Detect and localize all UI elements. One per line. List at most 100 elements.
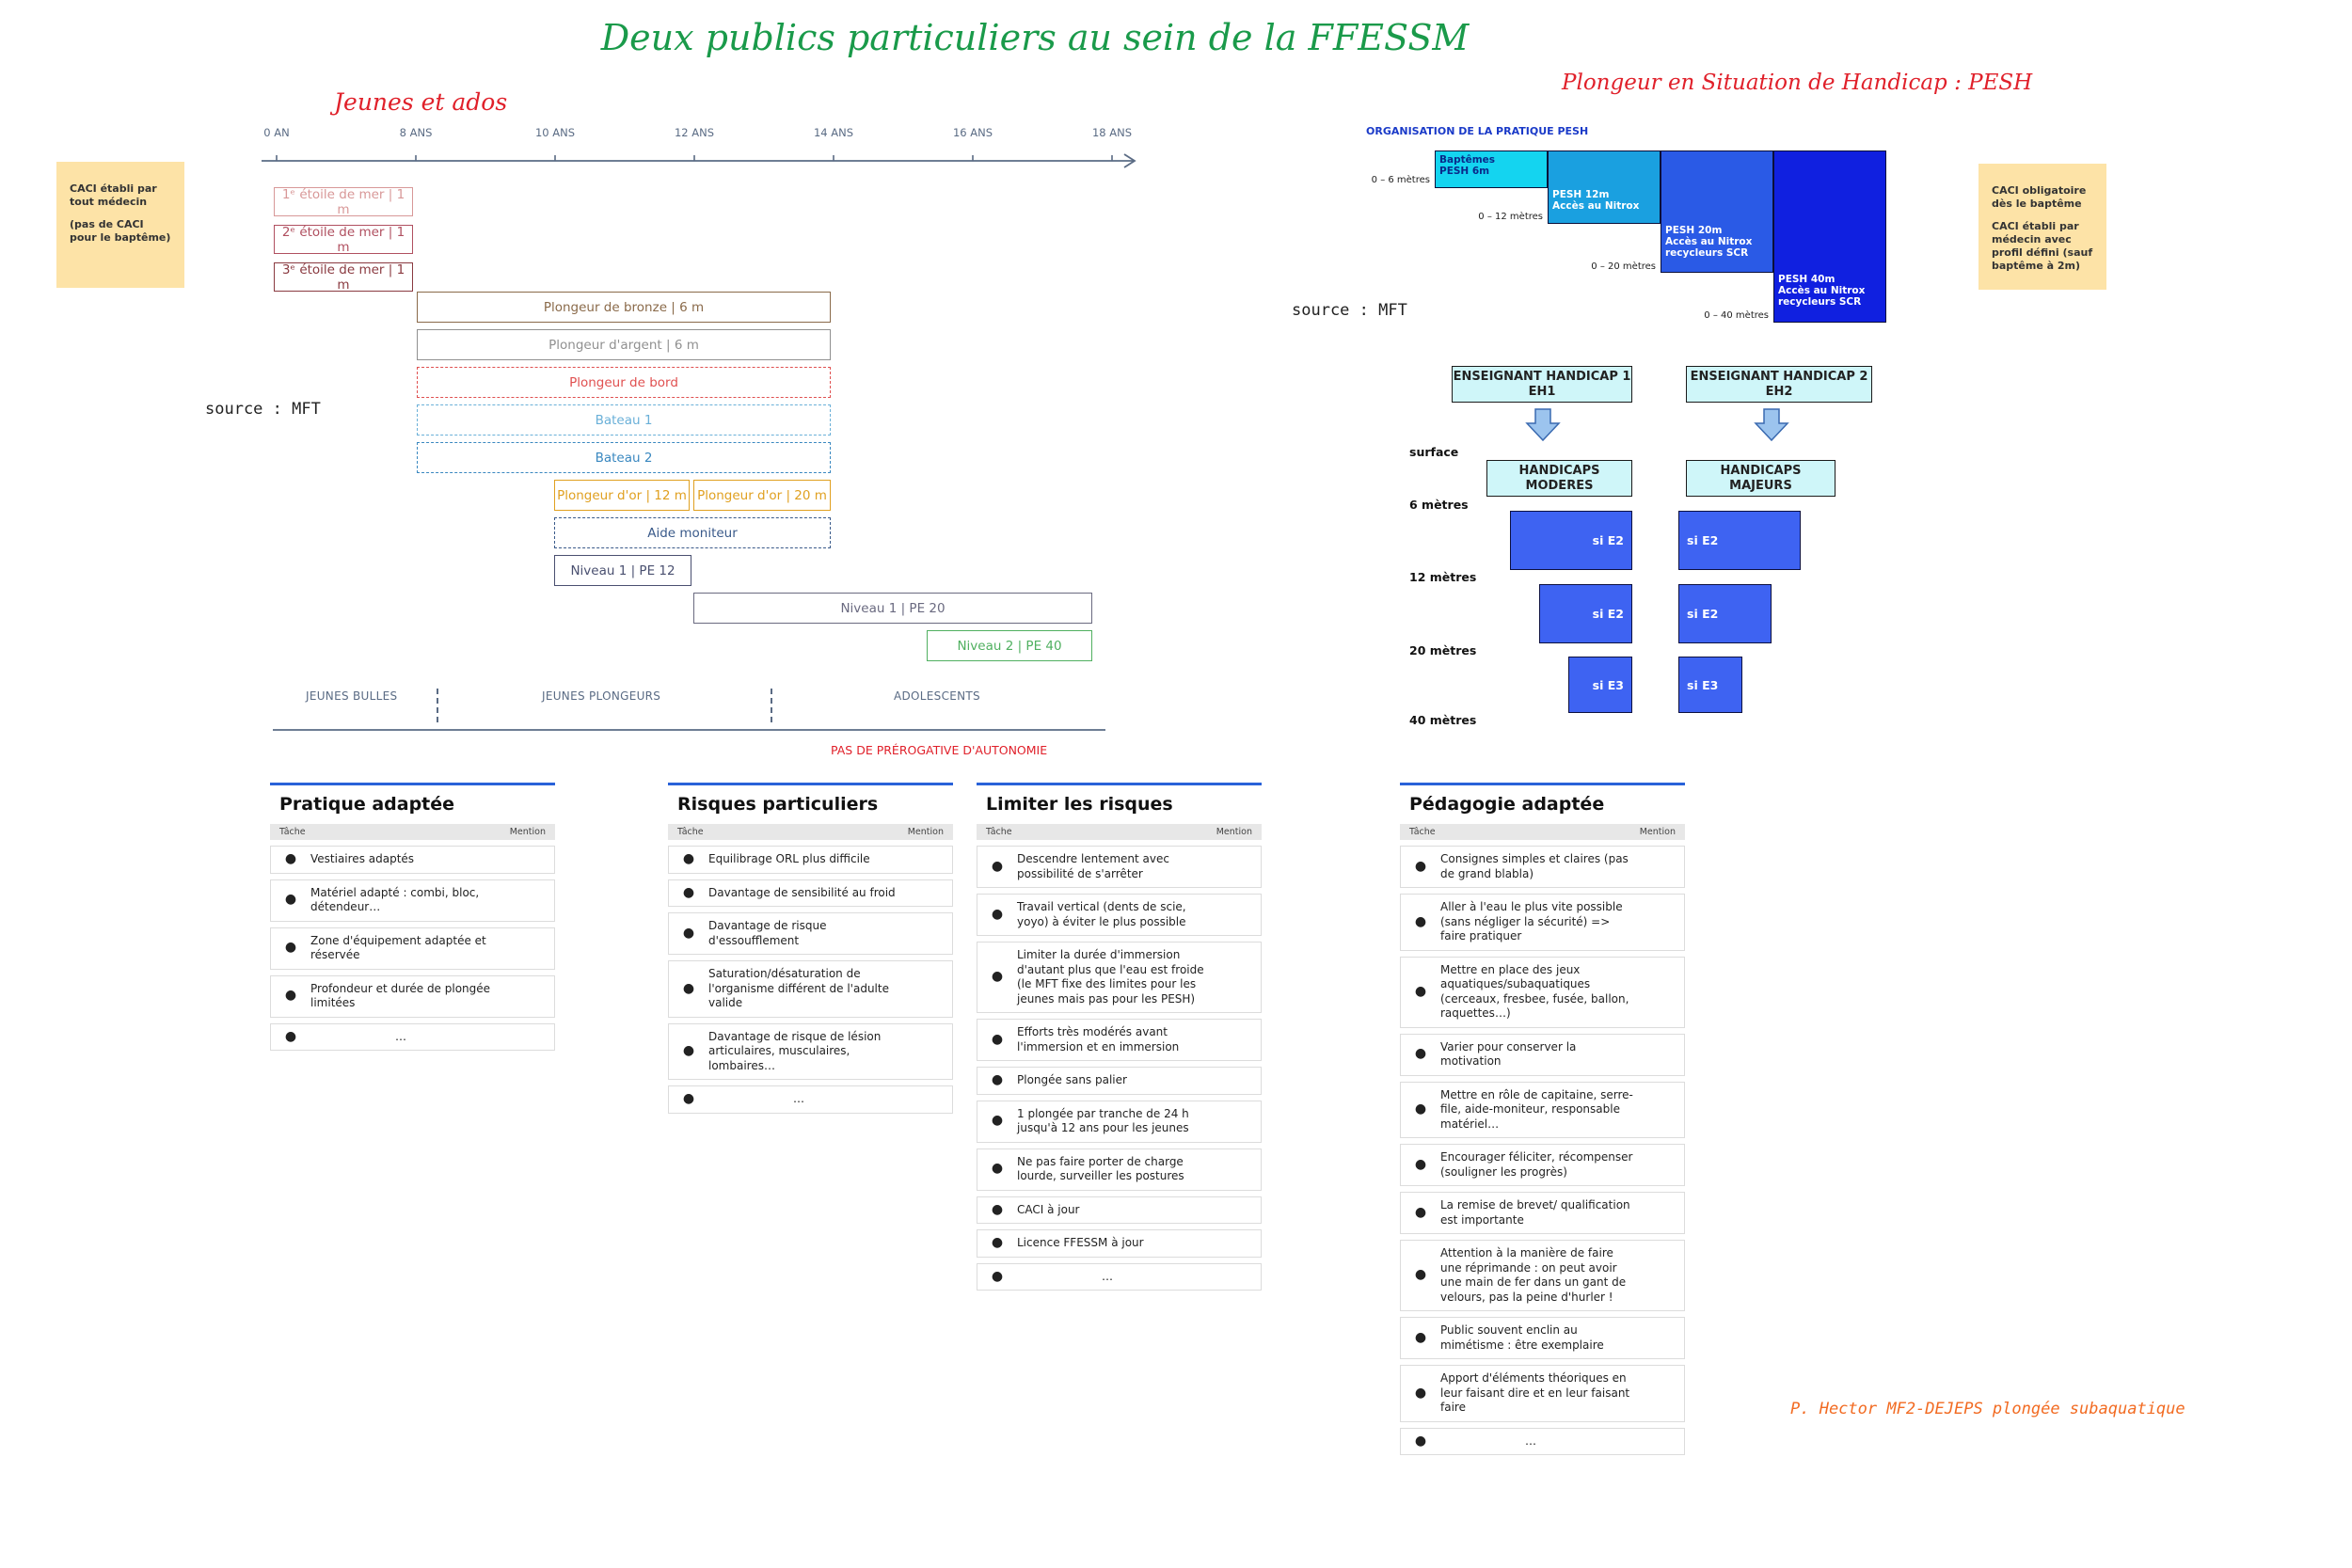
jeunes-title: Jeunes et ados [334,88,508,116]
list-item[interactable]: ●Licence FFESSM à jour [977,1229,1262,1258]
bullet-icon: ● [1414,1385,1427,1401]
bullet-icon: ● [1414,1329,1427,1345]
list-item-text: Equilibrage ORL plus difficile [708,852,870,865]
column-mention-label: Mention [907,827,944,837]
sticky-note-jeunes[interactable]: CACI établi par tout médecin (pas de CAC… [56,162,184,288]
eh2-box: ENSEIGNANT HANDICAP 2 EH2 [1686,366,1872,403]
list-item[interactable]: ●Descendre lentement avec possibilité de… [977,846,1262,888]
bar-plongeur-bord: Plongeur de bord [417,367,831,398]
down-arrow-icon [1525,408,1561,442]
list-item[interactable]: ●… [1400,1427,1685,1455]
list-item[interactable]: ●Limiter la durée d'immersion d'autant p… [977,942,1262,1013]
depth-label: 0 – 12 mètres [1478,212,1543,222]
list-item[interactable]: ● Attention à la manière de faire une rép… [1400,1240,1685,1311]
list-item[interactable]: ●Davantage de sensibilité au froid [668,879,953,907]
list-item[interactable]: ●… [270,1022,555,1051]
bullet-icon: ● [284,1028,297,1044]
list-item[interactable]: ●Efforts très modérés avant l'immersion … [977,1019,1262,1061]
list-item-text: Davantage de risque d'essoufflement [708,919,827,947]
list-item[interactable]: ●La remise de brevet/ qualification est … [1400,1192,1685,1234]
sticky-line: (pas de CACI pour le baptême) [70,218,171,244]
list-item-text: Varier pour conserver la motivation [1440,1039,1577,1069]
phase-label: JEUNES PLONGEURS [542,689,661,703]
list-item-text: Licence FFESSM à jour [1017,1236,1144,1249]
list-item-text: Limiter la durée d'immersion d'autant pl… [1017,948,1204,1006]
list-item[interactable]: ●Varier pour conserver la motivation [1400,1033,1685,1076]
list-item[interactable]: ●Saturation/désaturation de l'organisme … [668,960,953,1018]
column-task-label: Tâche [1409,827,1436,837]
bar-niveau1-pe12: Niveau 1 | PE 12 [554,555,691,586]
tick-label: 8 ANS [399,126,433,139]
list-item[interactable]: ●Aller à l'eau le plus vite possible (sa… [1400,894,1685,951]
bar-or-12: Plongeur d'or | 12 m [554,480,690,511]
list-item[interactable]: ● Davantage de risque d'essoufflement [668,912,953,955]
sticky-note-pesh[interactable]: CACI obligatoire dès le baptême CACI éta… [1979,164,2106,290]
bullet-icon: ● [1414,858,1427,874]
list-item[interactable]: ●Davantage de risque de lésion articulai… [668,1022,953,1080]
list-item[interactable]: ●Vestiaires adaptés [270,846,555,874]
bullet-icon: ● [991,1072,1004,1087]
eh1-box: ENSEIGNANT HANDICAP 1 EH1 [1452,366,1632,403]
bullet-icon: ● [284,940,297,956]
handicaps-majeurs-box: HANDICAPS MAJEURS [1686,460,1836,497]
bullet-icon: ● [991,1201,1004,1217]
handicaps-moderes-box: HANDICAPS MODERES [1486,460,1632,497]
list-item[interactable]: ● Equilibrage ORL plus difficile [668,846,953,874]
list-item[interactable]: ●Mettre en rôle de capitaine, serre-file… [1400,1081,1685,1138]
list-item[interactable]: ●… [668,1085,953,1114]
column-task-label: Tâche [986,827,1012,837]
column-task-label: Tâche [279,827,306,837]
bullet-icon: ● [991,1113,1004,1129]
list-item-text: CACI à jour [1017,1202,1080,1216]
list-item[interactable]: ● Apport d'éléments théoriques en leur fa… [1400,1365,1685,1422]
list-item[interactable]: ●Travail vertical (dents de scie, yoyo) … [977,894,1262,936]
bullet-icon: ● [682,1043,695,1058]
list-item-text: Descendre lentement avec possibilité de … [1017,852,1169,880]
list-item[interactable]: ●Zone d'équipement adaptée et réservée [270,927,555,970]
tick-label: 16 ANS [952,126,993,139]
list-item-text: … [395,1029,406,1043]
list-item-text: Ne pas faire porter de charge lourde, su… [1017,1154,1184,1183]
list-item[interactable]: ●Profondeur et durée de plongée limitées [270,974,555,1018]
list-item[interactable]: ●Ne pas faire porter de charge lourde, s… [977,1148,1262,1191]
si-e2-box: si E2 [1678,511,1801,570]
list-item[interactable]: ●Mettre en place des jeux aquatiques/sub… [1400,956,1685,1028]
list-item-text: Apport d'éléments théoriques en leur fai… [1440,1371,1630,1414]
list-item[interactable]: ●1 plongée par tranche de 24 h jusqu'à 1… [977,1100,1262,1143]
si-e3-box: si E3 [1568,657,1632,713]
bullet-icon: ● [682,851,695,866]
list-item[interactable]: ●Plongée sans palier [977,1067,1262,1095]
pesh-step-12m: PESH 12m Accès au Nitrox [1548,150,1661,224]
author-signature: P. Hector MF2-DEJEPS plongée subaquatiqu… [1790,1400,2185,1418]
pesh-org-title: ORGANISATION DE LA PRATIQUE PESH [1366,125,1589,137]
autonomie-label: PAS DE PRÉROGATIVE D'AUTONOMIE [831,743,1048,757]
list-item[interactable]: ●Public souvent enclin au mimétisme : êt… [1400,1317,1685,1359]
column-mention-label: Mention [1639,827,1676,837]
level-label: 12 mètres [1409,570,1477,584]
bullet-icon: ● [1414,1101,1427,1117]
level-label: 20 mètres [1409,643,1477,657]
list-item[interactable]: ● CACI à jour [977,1196,1262,1224]
bullet-icon: ● [682,925,695,941]
list-item[interactable]: ●Encourager féliciter, récompenser (soul… [1400,1144,1685,1186]
list-item[interactable]: ●Consignes simples et claires (pas de gr… [1400,846,1685,888]
level-label: 40 mètres [1409,713,1477,727]
phase-label: ADOLESCENTS [894,689,980,703]
list-item-text: Attention à la manière de faire une répr… [1440,1246,1627,1304]
list-item-text: … [1102,1269,1113,1283]
bullet-icon: ● [1414,1267,1427,1283]
list-item[interactable]: ●Matériel adapté : combi, bloc, détendeu… [270,879,555,922]
bar-etoile-2: 2ᵉ étoile de mer | 1 m [274,225,413,255]
bar-bateau-1: Bateau 1 [417,404,831,436]
bullet-icon: ● [1414,1433,1427,1449]
bar-bronze: Plongeur de bronze | 6 m [417,292,831,323]
list-item[interactable]: ●… [977,1262,1262,1291]
sticky-line: CACI établi par médecin avec profil défi… [1992,220,2093,272]
bullet-icon: ● [1414,983,1427,999]
bar-or-20: Plongeur d'or | 20 m [693,480,831,511]
